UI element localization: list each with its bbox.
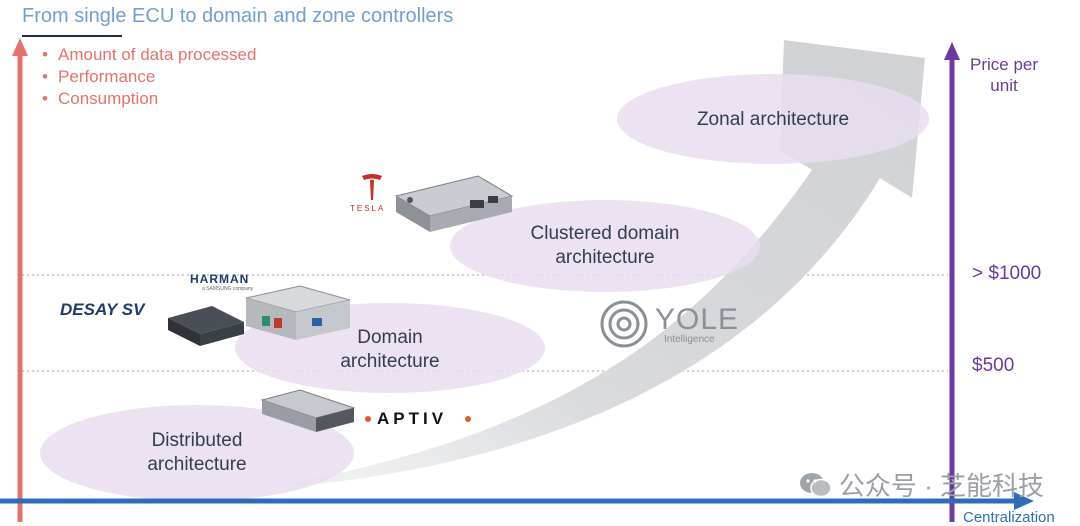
- harman-ecu-image: [245, 285, 351, 340]
- harman-sub: a SAMSUNG company: [202, 286, 254, 292]
- left-axis-arrowhead: [12, 38, 28, 56]
- right-axis-arrowhead: [944, 42, 960, 60]
- harman-logo: HARMAN: [190, 272, 250, 286]
- aptiv-logo: APTIV: [377, 409, 448, 428]
- wechat-icon: [799, 472, 832, 497]
- bottom-axis-title: Centralization: [963, 509, 1055, 526]
- price-label-1000: > $1000: [972, 263, 1042, 284]
- title-underline: [22, 35, 122, 37]
- tesla-logo-icon: [362, 174, 382, 200]
- label-zonal-architecture: Zonal architecture: [643, 108, 903, 132]
- label-domain-architecture: Domain architecture: [260, 326, 520, 374]
- label-distributed-architecture: Distributed architecture: [67, 429, 327, 477]
- aptiv-ecu-image: [260, 389, 356, 432]
- aptiv-dot-left: [365, 416, 371, 422]
- label-domain-line2: architecture: [340, 351, 440, 372]
- label-clustered-line2: architecture: [555, 247, 655, 268]
- desay-ecu-image: [168, 306, 244, 346]
- bottom-axis-arrowhead: [1014, 492, 1034, 510]
- page-title: From single ECU to domain and zone contr…: [22, 5, 454, 27]
- aptiv-dot-right: [465, 416, 471, 422]
- label-distributed-line2: architecture: [147, 454, 247, 475]
- label-zonal-text: Zonal architecture: [696, 109, 850, 130]
- label-clustered-architecture: Clustered domain architecture: [475, 222, 735, 270]
- tesla-wordmark: TESLA: [350, 204, 386, 213]
- label-distributed-line1: Distributed: [151, 430, 243, 451]
- tesla-ecu-image: [394, 175, 514, 232]
- ellipse-zonal: [617, 74, 929, 164]
- yole-logo-icon: [600, 300, 648, 348]
- label-domain-line1: Domain: [357, 327, 423, 348]
- watermark: 公众号 · 芝能科技: [799, 466, 1044, 503]
- list-item: Amount of data processed: [42, 44, 256, 66]
- price-label-500: $500: [972, 355, 1015, 376]
- watermark-text: 公众号 · 芝能科技: [838, 471, 1044, 501]
- list-item: Performance: [42, 66, 256, 88]
- metrics-list: Amount of data processed Performance Con…: [42, 44, 256, 110]
- list-item: Consumption: [42, 88, 256, 110]
- ellipse-distributed: [40, 405, 354, 501]
- right-axis-title-line2: unit: [990, 76, 1018, 95]
- yole-sub: Intelligence: [664, 334, 715, 345]
- right-axis-title: Price per unit: [958, 54, 1050, 96]
- desay-logo: DESAY SV: [60, 300, 145, 319]
- right-axis-title-line1: Price per: [969, 55, 1039, 74]
- yole-logo: YOLE: [655, 303, 740, 336]
- ellipse-clustered: [450, 200, 760, 292]
- label-clustered-line1: Clustered domain: [530, 223, 680, 244]
